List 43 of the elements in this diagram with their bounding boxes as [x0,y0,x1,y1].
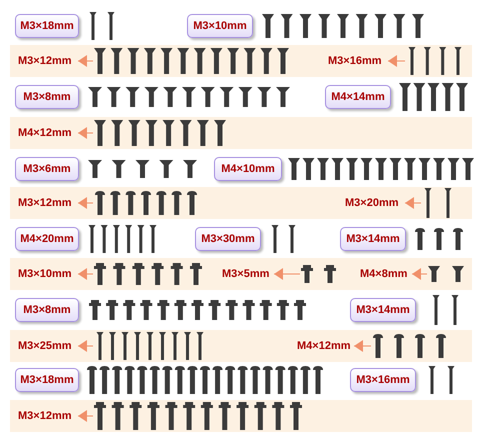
size-label-box: M3×6mm [15,157,79,181]
size-label-box: M3×18mm [15,14,79,38]
size-label-box: M4×10mm [214,157,282,181]
size-label-box: M3×10mm [187,14,253,38]
size-label-box: M3×8mm [15,298,79,322]
size-label-box: M3×18mm [15,368,79,392]
pointer-arrow [354,340,372,352]
size-label: M3×20mm [345,195,399,211]
size-label: M3×12mm [18,195,72,211]
screws-drawing [93,191,199,215]
size-label-box: M4×20mm [15,227,79,251]
size-label-box: M3×30mm [195,227,261,251]
size-label: M3×16mm [328,53,382,69]
pointer-arrow [78,55,94,67]
size-label: M3×25mm [18,338,72,354]
screws-drawing [300,265,337,283]
size-label: M4×12mm [297,338,351,354]
pointer-arrow [412,268,428,280]
size-label: M3×12mm [18,408,72,424]
screws-drawing [93,120,227,146]
size-label: M4×12mm [18,125,72,141]
pointer-arrow [388,55,406,67]
pointer-arrow [78,268,94,280]
size-label-box: M3×14mm [340,227,406,251]
size-label-box: M3×16mm [350,368,416,392]
size-label: M3×12mm [18,53,72,69]
size-label-box: M3×14mm [350,298,416,322]
screws-drawing [427,266,465,282]
size-label: M3×5mm [222,266,270,282]
size-label-box: M4×14mm [325,85,391,109]
pointer-arrow [78,197,94,209]
pointer-arrow [78,127,94,139]
pointer-arrow [78,340,94,352]
screws-drawing [93,48,290,74]
size-label: M3×10mm [18,266,72,282]
screws-drawing [371,334,448,358]
pointer-arrow [78,410,94,422]
size-label-box: M3×8mm [15,85,79,109]
pointer-arrow [404,197,422,209]
pointer-arrow [274,268,300,280]
screws-drawing [93,402,303,430]
screws-drawing [93,263,203,285]
size-label: M4×8mm [360,266,408,282]
